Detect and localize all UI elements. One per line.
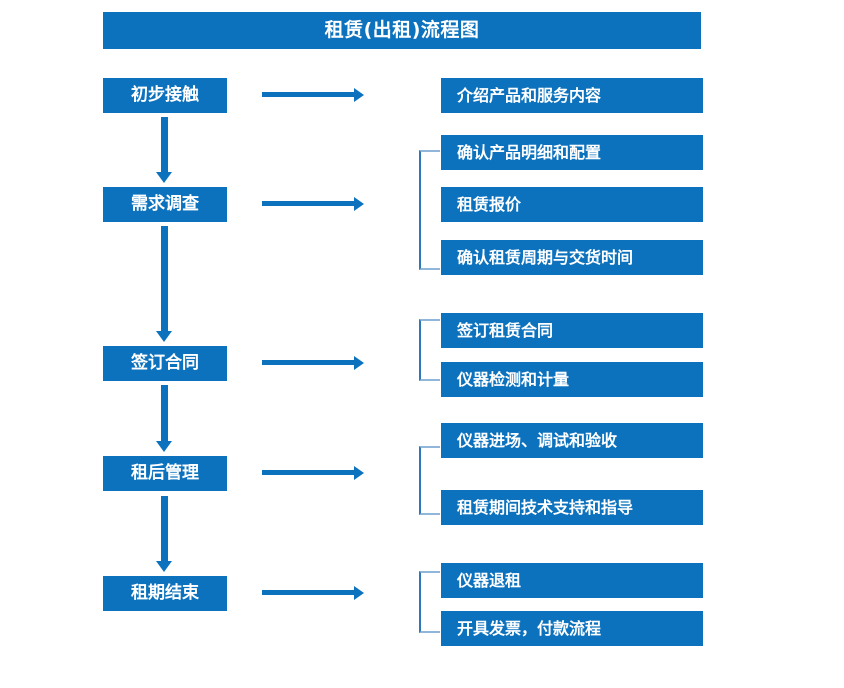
diagram-title: 租赁(出租)流程图	[324, 19, 480, 41]
stage-label: 需求调查	[131, 194, 199, 214]
detail-label: 确认租赁周期与交货时间	[457, 247, 634, 267]
arrow-down-3	[156, 385, 172, 452]
stage-label: 初步接触	[131, 85, 199, 105]
arrow-right-1	[262, 87, 364, 103]
detail-label: 仪器退租	[457, 570, 522, 590]
group-bracket-3	[419, 319, 440, 381]
group-bracket-2	[419, 150, 440, 270]
arrow-shaft	[262, 470, 354, 475]
arrow-down-4	[156, 496, 172, 572]
detail-box-1[interactable]: 介绍产品和服务内容	[441, 78, 703, 113]
arrow-head	[354, 356, 364, 370]
arrow-head	[156, 331, 172, 342]
stage-box-2[interactable]: 需求调查	[103, 187, 227, 222]
arrow-head	[354, 197, 364, 211]
arrow-down-2	[156, 226, 172, 342]
group-bracket-4	[419, 446, 440, 515]
arrow-head	[156, 561, 172, 572]
arrow-head	[156, 172, 172, 183]
arrow-right-2	[262, 196, 364, 212]
arrow-head	[156, 441, 172, 452]
detail-label: 租赁报价	[457, 194, 522, 214]
detail-label: 开具发票，付款流程	[457, 618, 602, 638]
detail-box-9[interactable]: 仪器退租	[441, 563, 703, 598]
stage-box-5[interactable]: 租期结束	[103, 576, 227, 611]
diagram-title-banner: 租赁(出租)流程图	[103, 12, 701, 49]
stage-box-1[interactable]: 初步接触	[103, 78, 227, 113]
arrow-shaft	[161, 226, 168, 331]
detail-box-7[interactable]: 仪器进场、调试和验收	[441, 423, 703, 458]
arrow-shaft	[161, 496, 168, 561]
detail-box-8[interactable]: 租赁期间技术支持和指导	[441, 490, 703, 525]
detail-box-5[interactable]: 签订租赁合同	[441, 313, 703, 348]
arrow-head	[354, 88, 364, 102]
arrow-shaft	[262, 590, 354, 595]
detail-box-3[interactable]: 租赁报价	[441, 187, 703, 222]
arrow-shaft	[262, 92, 354, 97]
detail-label: 介绍产品和服务内容	[457, 85, 602, 105]
arrow-right-3	[262, 355, 364, 371]
group-bracket-5	[419, 571, 440, 633]
arrow-head	[354, 586, 364, 600]
detail-label: 签订租赁合同	[457, 320, 554, 340]
arrow-shaft	[262, 201, 354, 206]
detail-box-4[interactable]: 确认租赁周期与交货时间	[441, 240, 703, 275]
detail-label: 仪器检测和计量	[457, 369, 570, 389]
detail-label: 仪器进场、调试和验收	[457, 430, 618, 450]
arrow-head	[354, 466, 364, 480]
detail-box-10[interactable]: 开具发票，付款流程	[441, 611, 703, 646]
stage-label: 签订合同	[131, 353, 199, 373]
stage-box-3[interactable]: 签订合同	[103, 346, 227, 381]
arrow-shaft	[262, 360, 354, 365]
stage-label: 租后管理	[131, 463, 199, 483]
detail-label: 确认产品明细和配置	[457, 142, 602, 162]
detail-box-2[interactable]: 确认产品明细和配置	[441, 135, 703, 170]
arrow-right-4	[262, 465, 364, 481]
arrow-shaft	[161, 385, 168, 441]
arrow-shaft	[161, 117, 168, 172]
arrow-right-5	[262, 585, 364, 601]
detail-box-6[interactable]: 仪器检测和计量	[441, 362, 703, 397]
detail-label: 租赁期间技术支持和指导	[457, 497, 634, 517]
arrow-down-1	[156, 117, 172, 183]
stage-label: 租期结束	[131, 583, 199, 603]
stage-box-4[interactable]: 租后管理	[103, 456, 227, 491]
